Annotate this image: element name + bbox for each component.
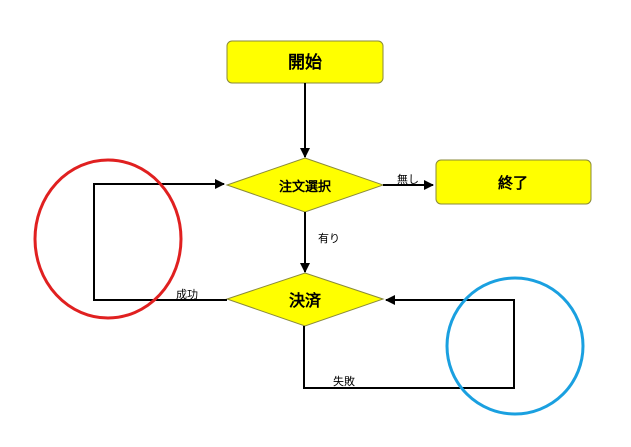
edge-label-failure: 失敗 — [333, 374, 355, 388]
select-order-decision: 注文選択 — [225, 157, 385, 213]
end-node: 終了 — [435, 159, 592, 205]
blue-highlight-circle — [445, 276, 585, 416]
payment-label: 決済 — [289, 291, 322, 310]
red-highlight-circle — [33, 158, 183, 320]
start-node-label: 開始 — [288, 52, 322, 73]
edge-failure-loop — [303, 295, 515, 389]
select-order-label: 注文選択 — [279, 179, 332, 195]
edge-label-exists: 有り — [318, 231, 340, 245]
edge-label-success: 成功 — [176, 288, 198, 301]
payment-decision: 決済 — [225, 272, 385, 327]
edge-label-none: 無し — [397, 172, 419, 186]
start-node: 開始 — [226, 40, 384, 84]
end-node-label: 終了 — [498, 174, 528, 192]
edge-success-loop — [93, 179, 227, 301]
